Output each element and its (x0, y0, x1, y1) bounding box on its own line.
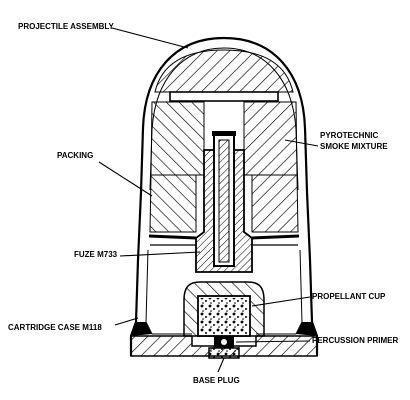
packing-band (148, 234, 300, 246)
projectile-inner-shell (149, 47, 299, 191)
label-propellant-cup: PROPELLANT CUP (312, 292, 386, 301)
label-fuze: FUZE M733 (74, 250, 118, 259)
smoke-charge-lower (149, 174, 197, 233)
upper-smoke-charge (154, 49, 294, 93)
propellant-assembly (183, 281, 265, 348)
leader-lines (98, 27, 319, 373)
smoke-charge-right (243, 101, 298, 176)
label-cartridge-case: CARTRIDGE CASE M118 (8, 323, 102, 332)
fuze-m733 (195, 131, 253, 273)
base-plug (208, 347, 240, 359)
label-projectile-assembly: PROJECTILE ASSEMBLY (18, 22, 115, 31)
label-pyrotechnic-line1: PYROTECHNIC (320, 131, 378, 140)
projectile-outer-shell (139, 36, 309, 193)
smoke-charge-left (150, 101, 205, 176)
label-pyrotechnic-line2: SMOKE MIXTURE (320, 142, 388, 151)
label-percussion-primer: PERCUSSION PRIMER (312, 336, 398, 345)
packing-top-line (148, 234, 197, 240)
leader-pyrotechnic (284, 139, 319, 147)
leader-cartridge-case (114, 317, 139, 326)
labels: PROJECTILE ASSEMBLY PYROTECHNIC SMOKE MI… (8, 22, 398, 385)
leader-propellant-cup (251, 296, 311, 307)
leader-projectile-assembly (111, 27, 189, 49)
pusher-plate (169, 91, 279, 102)
leader-base-plug (217, 357, 225, 373)
projectile-assembly (139, 36, 309, 233)
leader-fuze (119, 251, 201, 257)
label-base-plug: BASE PLUG (193, 376, 240, 385)
smoke-charge-lower-right (251, 174, 299, 233)
leader-percussion-primer (235, 340, 311, 343)
leader-packing (98, 161, 153, 197)
label-packing: PACKING (57, 151, 93, 160)
